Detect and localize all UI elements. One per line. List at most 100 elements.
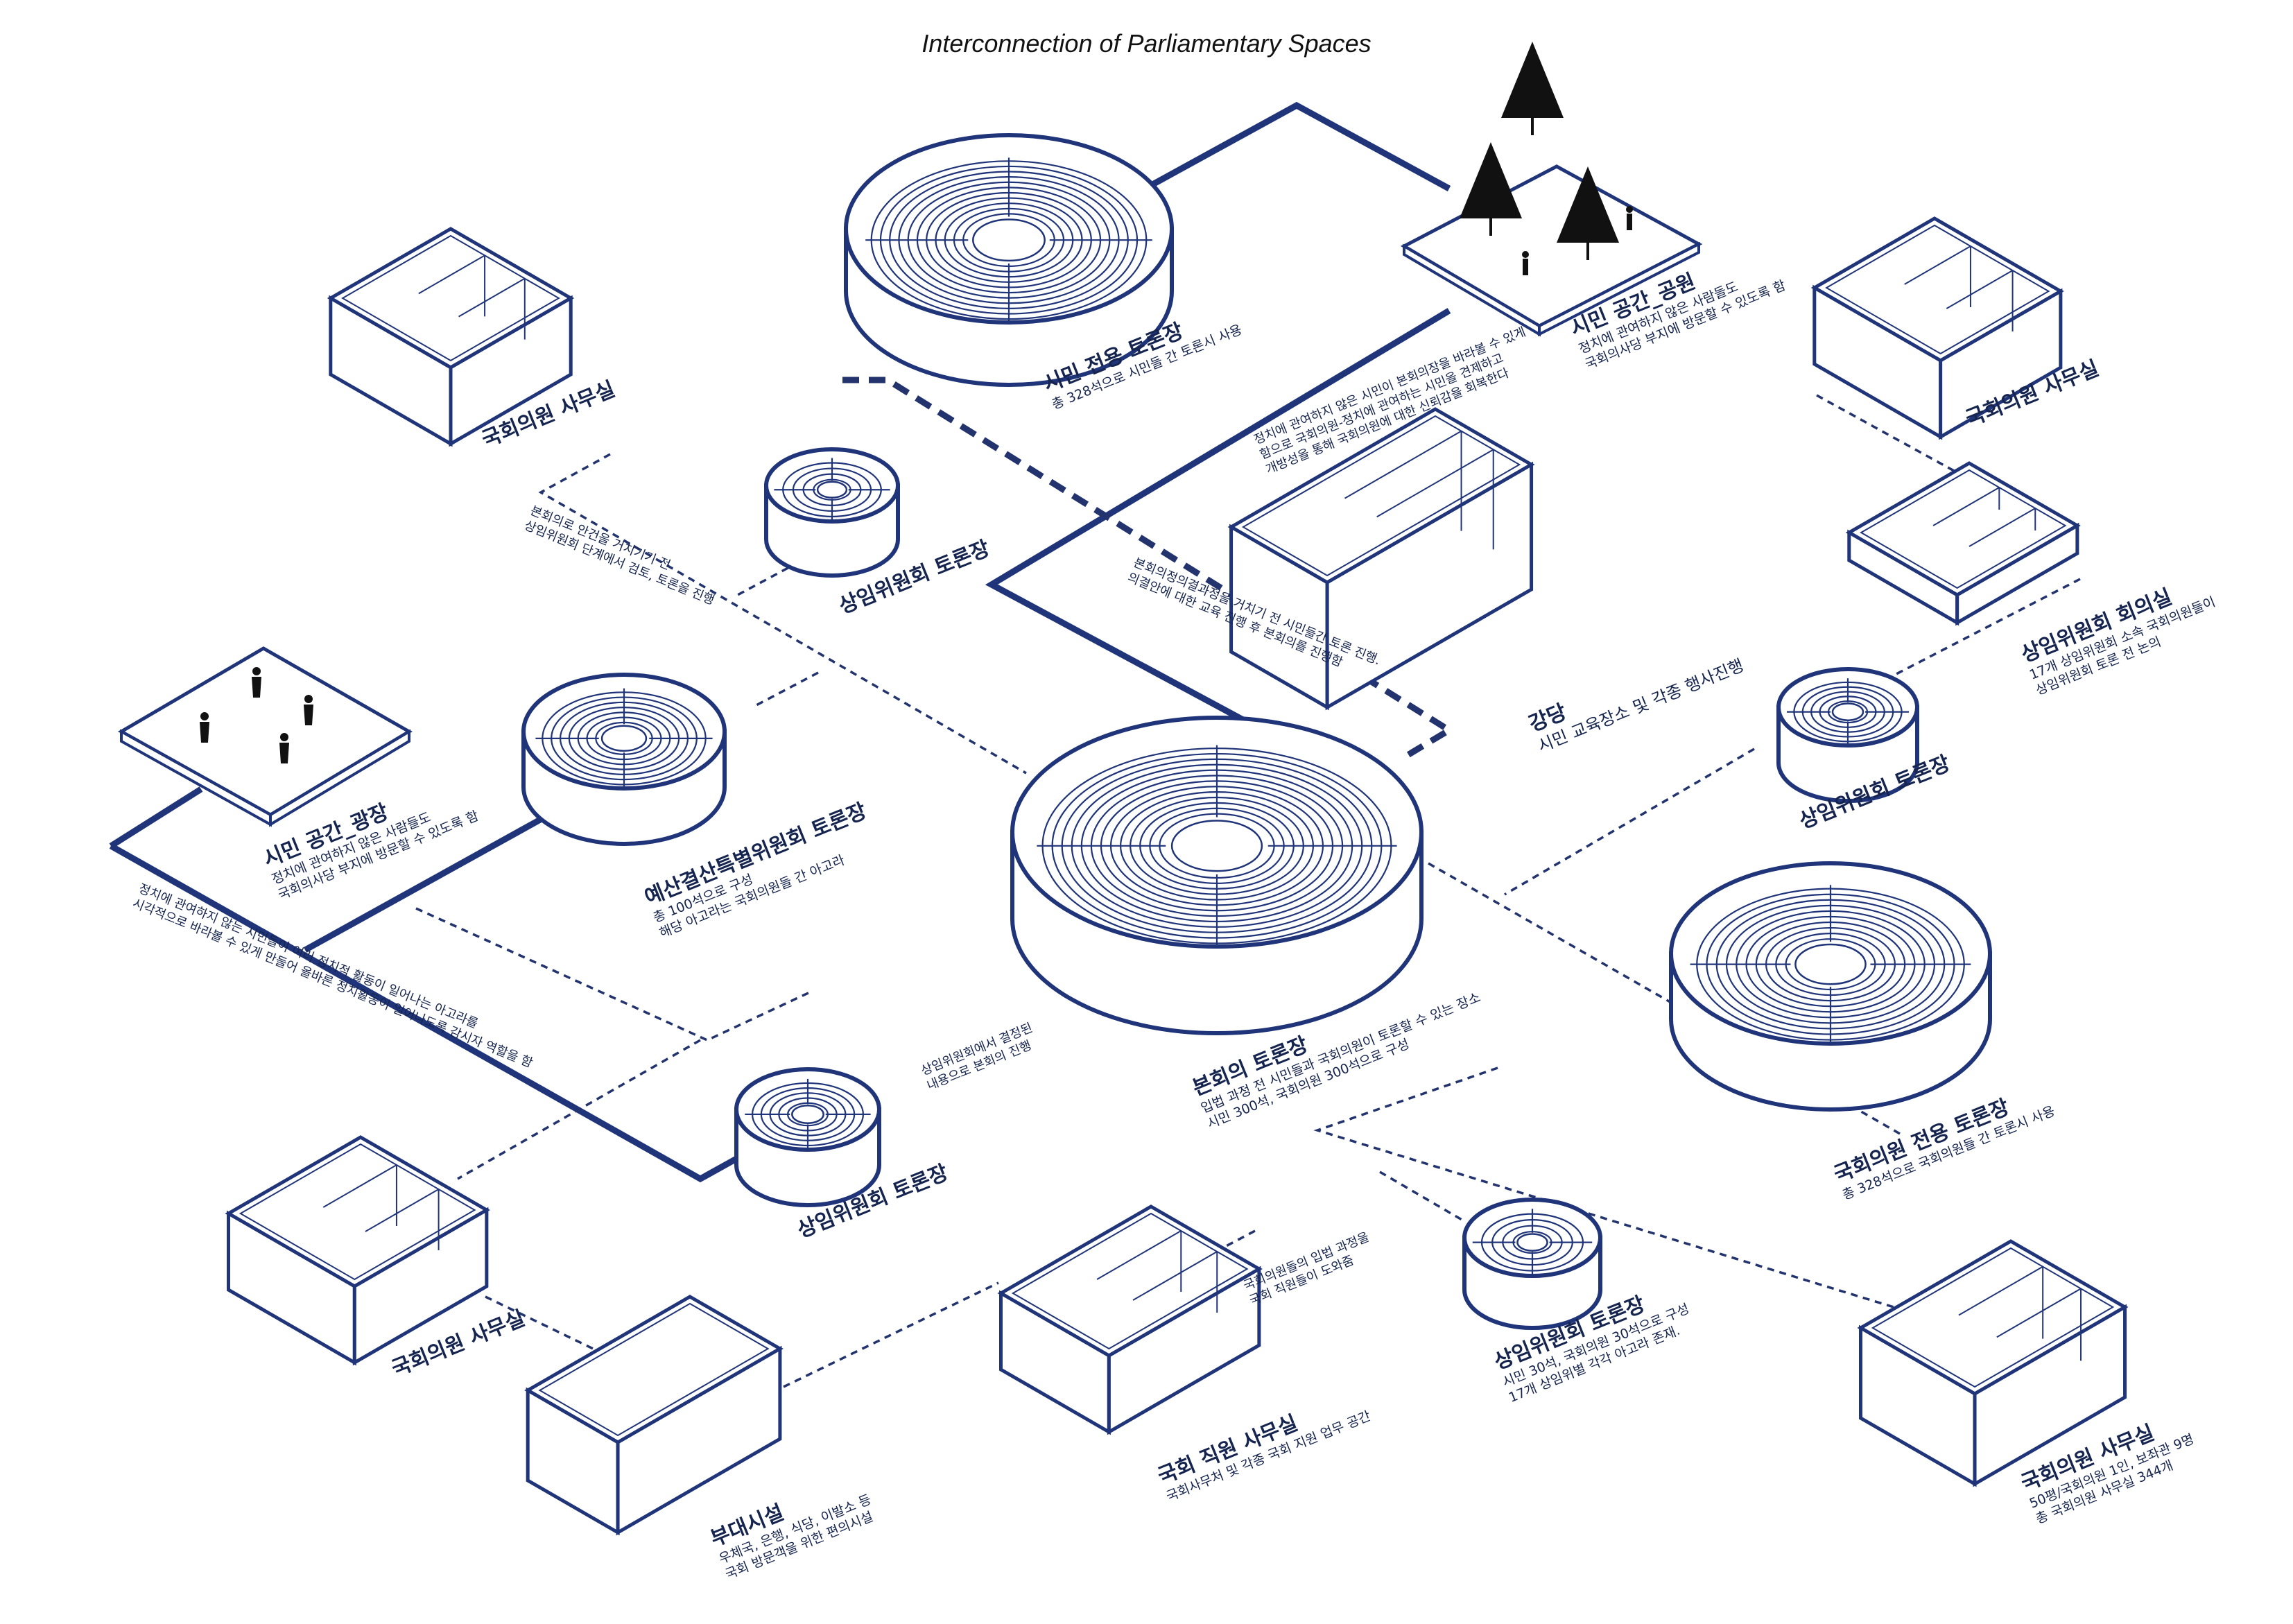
forum-standing-sw-center-floor [791,1104,824,1124]
park-tree-2 [1460,142,1522,236]
forum-plenary-center-floor [1170,820,1263,872]
forum-standing-s [1462,1198,1602,1330]
office-ne-partition-1 [1904,245,1971,285]
standing-meeting-room-partition-2 [1968,508,2036,547]
office-nw [327,227,575,447]
plaza-person-1 [252,667,261,698]
plaza-slab-edge-right [269,729,410,827]
park-tree-1 [1501,42,1564,135]
thick-dashed-path [842,377,1455,762]
staff-office-box [997,1204,1263,1435]
dashed-link-12 [783,1281,999,1388]
forum-budget [521,673,727,846]
plaza-person-head-4 [280,733,288,741]
staff-office-box-inner-wall [1011,1212,1249,1350]
solid-path-2 [985,308,1451,736]
forum-member [1669,861,1992,1112]
park-tree-crown-3 [1557,166,1619,243]
park-tree-3 [1557,166,1619,260]
auditorium-box-inner-wall [1241,415,1521,577]
dashed-link-1 [538,453,1027,775]
plaza-person-head-1 [252,667,261,675]
park-slab [1400,164,1703,337]
dashed-link-4 [1871,578,2081,688]
forum-plenary [1010,716,1424,1035]
standing-meeting-room-side-wall [1955,522,2079,626]
office-nw-side-wall [449,295,573,447]
office-ne-partition-2 [1946,270,2014,309]
office-ne-inner-wall [1825,224,2050,355]
forum-member-center-floor [1794,943,1867,985]
plaza-person-body-4 [279,743,289,763]
plaza-person-body-1 [252,677,261,698]
plaza-slab-top [117,646,413,817]
office-nw-partition-2 [458,277,526,318]
staff-office-box-side-wall [1107,1265,1261,1435]
plaza-person-body-3 [200,722,209,743]
standing-meeting-room-inner-wall [1860,469,2067,589]
forum-standing-e [1776,667,1919,803]
dashed-link-10 [1313,1066,1928,1319]
dashed-link-14 [1379,1171,1464,1222]
annex-box-side-wall [616,1345,782,1536]
annex-box-inner-wall [538,1302,770,1437]
office-se-partition-2 [1996,1288,2082,1338]
solid-path-1 [1145,101,1451,191]
park-tree-crown-1 [1501,42,1564,118]
space-models [117,42,2129,1536]
forum-standing-e-center-floor [1831,702,1864,721]
park-tree-crown-2 [1460,142,1522,218]
auditorium-box-side-wall [1325,461,1534,711]
dashed-link-7 [415,907,812,1042]
park-slab-edge-right [1538,241,1700,337]
forum-standing-n [764,447,900,578]
office-ne [1810,216,2064,440]
office-sw-side-wall [352,1207,489,1366]
forum-standing-s-center-floor [1516,1233,1548,1252]
staff-office-box-partition-1 [1096,1230,1182,1280]
dashed-link-5 [1504,748,1755,896]
office-ne-side-wall [1939,288,2063,440]
office-se [1857,1239,2129,1487]
solid-path-3 [109,786,203,849]
forum-standing-n-center-floor [816,481,848,499]
office-sw [225,1135,490,1366]
plaza-person-3 [200,712,209,743]
office-sw-partition-2 [365,1189,440,1232]
office-sw-partition-1 [322,1164,397,1208]
park-person-body-1 [1627,214,1632,230]
annex-box [524,1295,784,1536]
forum-budget-center-floor [600,725,648,752]
standing-meeting-room [1845,461,2081,626]
standing-meeting-room-partition-1 [1932,487,2000,526]
auditorium-box-partition-1 [1344,430,1462,499]
park-person-1 [1626,206,1633,230]
plaza-person-2 [304,695,313,725]
office-nw-inner-wall [341,234,560,362]
forum-citizen-center-floor [972,218,1046,262]
park-person-2 [1522,251,1529,275]
plaza-slab [117,646,413,827]
plaza-person-head-3 [200,712,209,720]
office-se-partition-1 [1958,1265,2043,1316]
park-person-body-2 [1523,259,1528,275]
park-person-head-2 [1522,251,1529,258]
plaza-person-4 [279,733,289,763]
dashed-link-8 [457,1039,701,1180]
staff-office-box-partition-2 [1132,1251,1218,1301]
forum-citizen [844,133,1174,387]
plaza-person-body-2 [304,705,313,725]
dashed-link-3 [1816,394,1956,473]
auditorium-box [1227,407,1535,711]
office-se-side-wall [1973,1304,2127,1487]
office-nw-partition-1 [418,254,485,295]
office-sw-inner-wall [239,1143,476,1281]
plaza-person-head-2 [304,695,313,703]
forum-standing-sw [734,1067,881,1207]
auditorium-box-partition-2 [1376,449,1494,518]
diagram-title: Interconnection of Parliamentary Spaces [921,29,1372,58]
office-se-inner-wall [1871,1247,2115,1388]
dashed-link-6 [752,671,819,709]
